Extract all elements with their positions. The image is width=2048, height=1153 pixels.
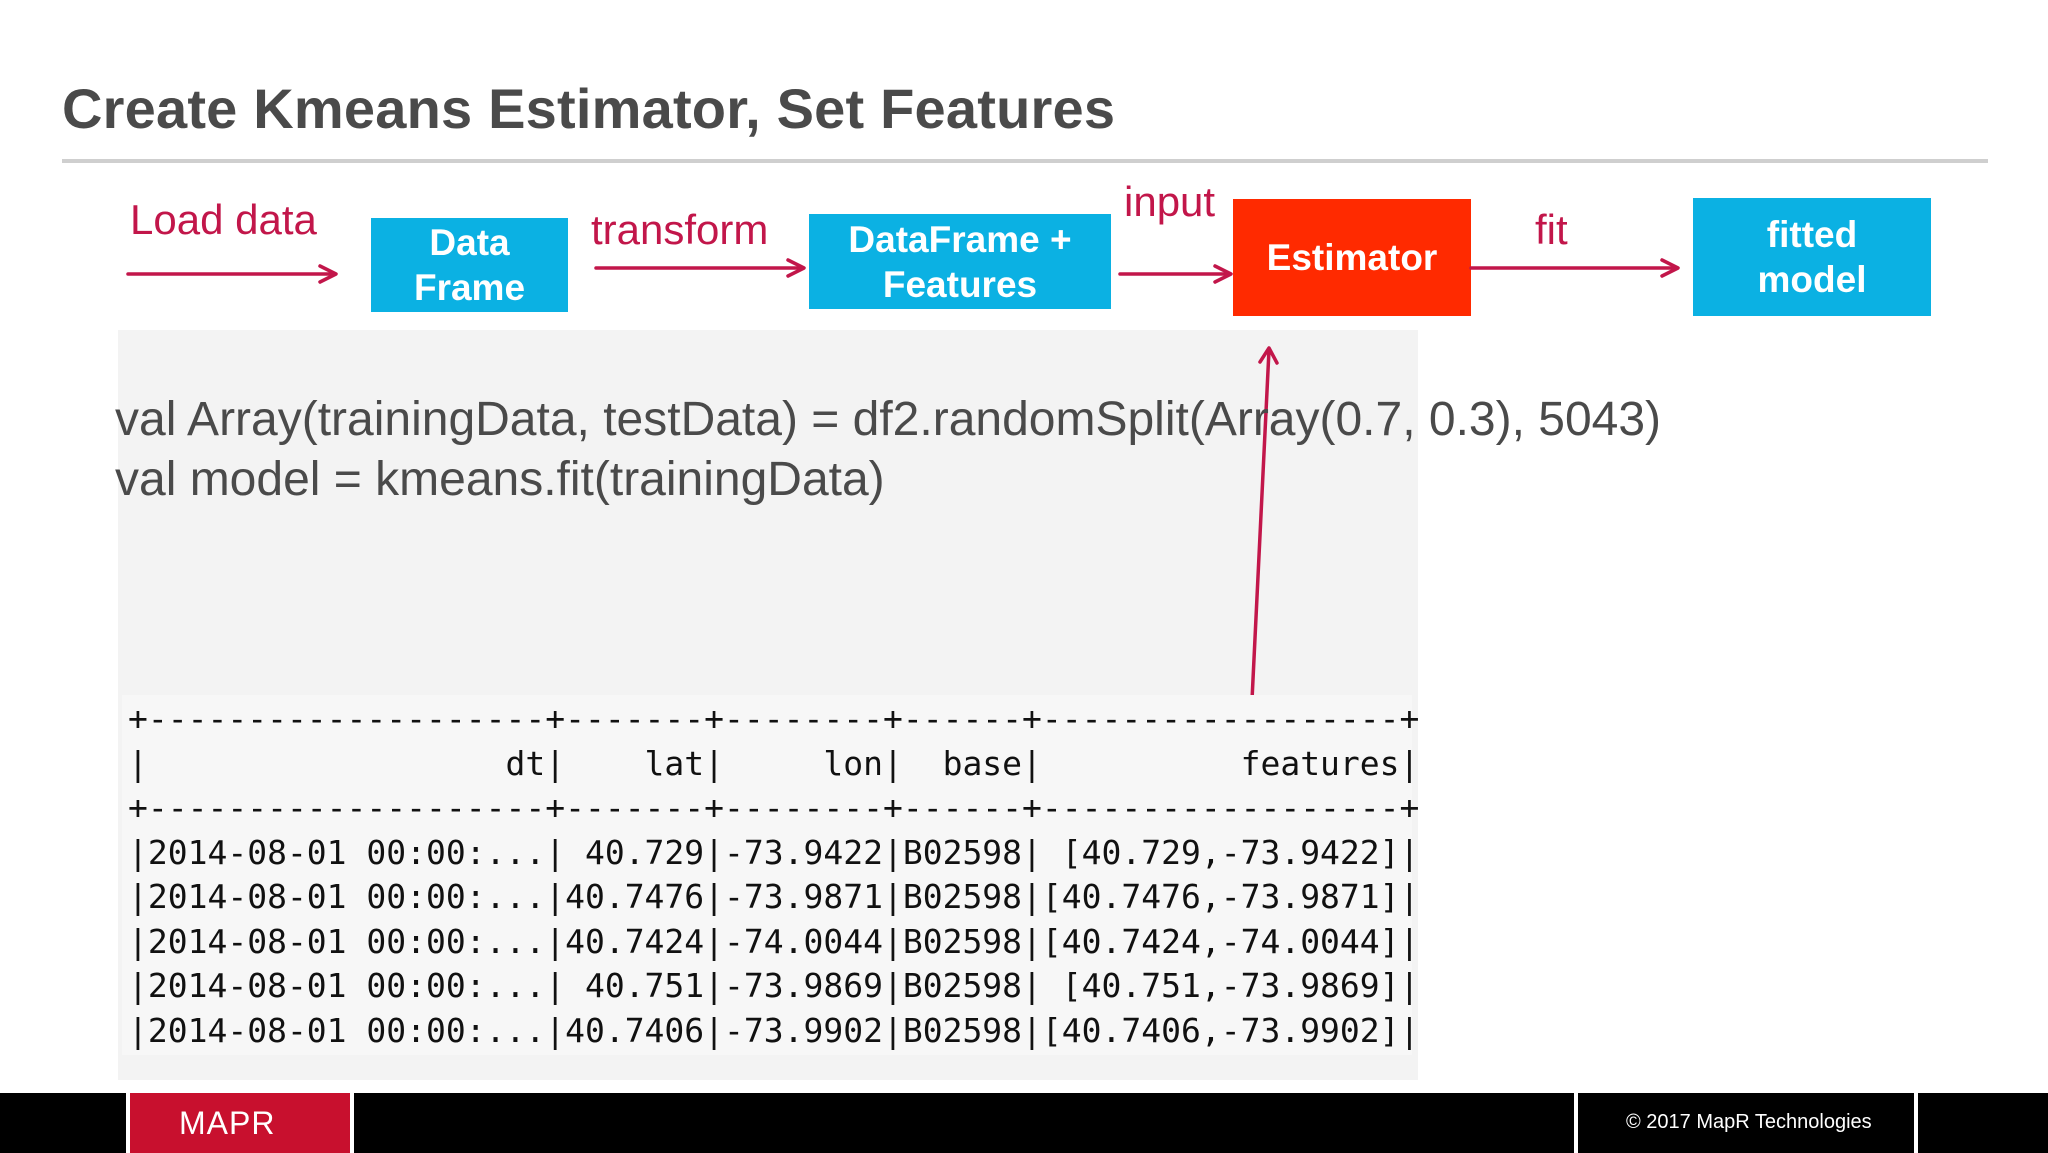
footer-divider (1914, 1093, 1918, 1153)
arrow-load (126, 264, 338, 284)
table-border-top: +--------------------+-------+--------+-… (128, 699, 1420, 738)
dataframe-box: Data Frame (371, 218, 568, 312)
fit-label: fit (1535, 206, 1568, 253)
arrow-input (1118, 264, 1233, 284)
footer-divider (126, 1093, 130, 1153)
footer-divider (350, 1093, 354, 1153)
input-label: input (1124, 178, 1216, 225)
code-line-split: val Array(trainingData, testData) = df2.… (115, 393, 1662, 446)
copyright-text: © 2017 MapR Technologies (1626, 1111, 1872, 1133)
table-row: |2014-08-01 00:00:...|40.7424|-74.0044|B… (128, 921, 1420, 961)
slide-title: Create Kmeans Estimator, Set Features (62, 77, 1116, 140)
estimator-box: Estimator (1233, 199, 1471, 316)
fitted-model-box: fitted model (1693, 198, 1931, 316)
mapr-logo: MAPR (130, 1093, 350, 1153)
table-border-mid: +--------------------+-------+--------+-… (128, 788, 1420, 827)
arrow-fit (1469, 258, 1680, 278)
title-divider (62, 159, 1988, 163)
console-table: +--------------------+-------+--------+-… (128, 697, 1419, 1053)
console-output-panel (122, 695, 1412, 1055)
dataframe-features-box: DataFrame + Features (809, 214, 1111, 309)
transform-label: transform (591, 206, 769, 253)
mapr-logo-mark: MAPR (179, 1106, 275, 1140)
mapr-logo-text: MAPR (179, 1106, 275, 1140)
footer-divider (1574, 1093, 1578, 1153)
code-line-fit: val model = kmeans.fit(trainingData) (115, 453, 885, 506)
table-row: |2014-08-01 00:00:...|40.7406|-73.9902|B… (128, 1010, 1420, 1050)
load-data-label: Load data (130, 196, 317, 243)
table-row: |2014-08-01 00:00:...| 40.751|-73.9869|B… (128, 966, 1420, 1005)
arrow-transform (594, 258, 806, 278)
table-row: |2014-08-01 00:00:...| 40.729|-73.9422|B… (128, 832, 1420, 872)
table-row: |2014-08-01 00:00:...|40.7476|-73.9871|B… (128, 877, 1420, 916)
table-header: | dt| lat| lon| base| features| (128, 743, 1420, 783)
